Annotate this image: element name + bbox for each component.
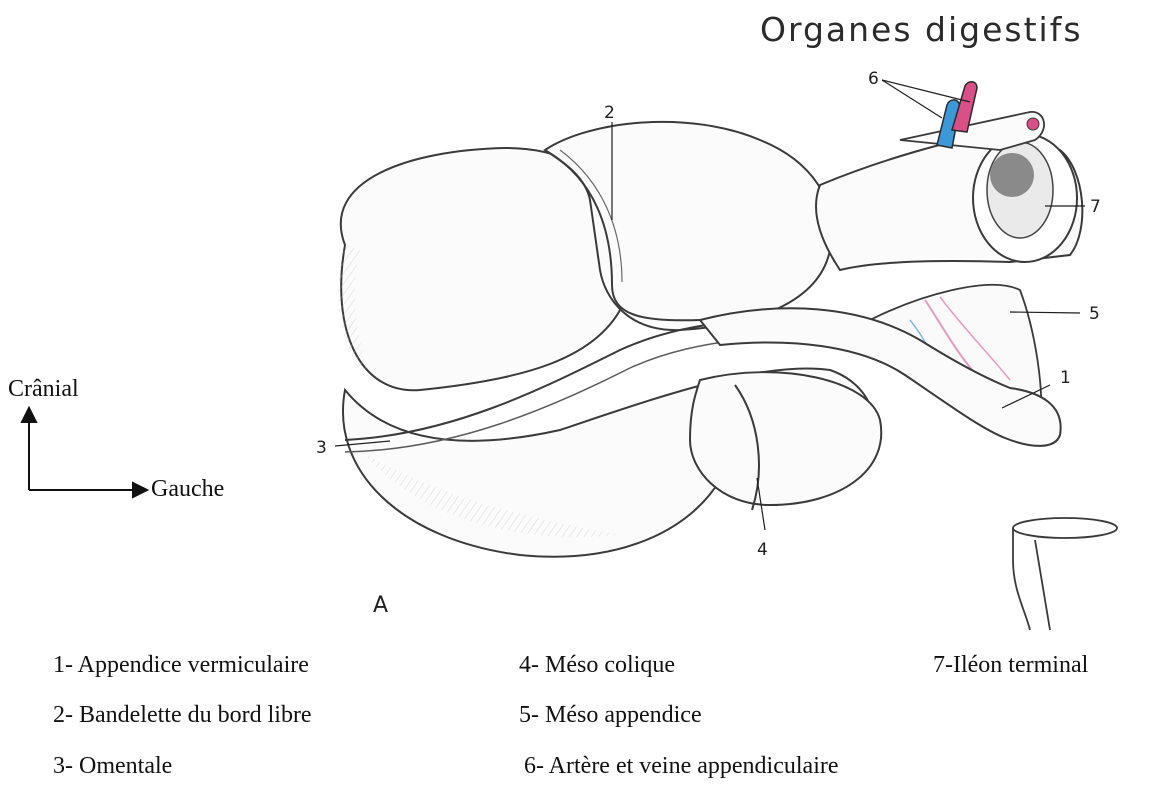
orientation-arrows: [22, 408, 147, 497]
legend-item-5: 5- Méso appendice: [519, 702, 702, 729]
callout-2: 2: [604, 103, 615, 123]
callout-6: 6: [868, 69, 879, 89]
up-arrow-head: [22, 408, 36, 422]
legend-item-6: 6- Artère et veine appendiculaire: [524, 753, 839, 780]
callout-4: 4: [757, 540, 768, 560]
legend-item-3: 3- Omentale: [53, 753, 172, 780]
legend-item-7: 7-Iléon terminal: [933, 652, 1088, 679]
figure-letter: A: [373, 593, 388, 618]
anatomy-illustration: 1 2 3 4 5 6 7 A: [0, 0, 1163, 640]
callout-1: 1: [1060, 368, 1071, 388]
cecum-upper-left-lobe: [341, 148, 625, 390]
legend-item-4: 4- Méso colique: [519, 652, 675, 679]
legend-item-2: 2- Bandelette du bord libre: [53, 702, 312, 729]
ileum-mesentery-vessel-dot: [1027, 118, 1039, 130]
partial-organ-lower-right: [1013, 518, 1117, 630]
callout-7: 7: [1090, 197, 1101, 217]
callout-5: 5: [1089, 304, 1100, 324]
legend-item-1: 1- Appendice vermiculaire: [53, 652, 309, 679]
ileum-lumen-folds: [990, 153, 1034, 197]
right-arrow-head: [133, 483, 147, 497]
orientation-right-label: Gauche: [151, 476, 224, 503]
orientation-up-label: Crânial: [8, 376, 79, 403]
ileum-mesentery-top: [900, 112, 1044, 150]
cecum-lower-right-lobe: [690, 372, 881, 505]
callout-3: 3: [316, 438, 327, 458]
